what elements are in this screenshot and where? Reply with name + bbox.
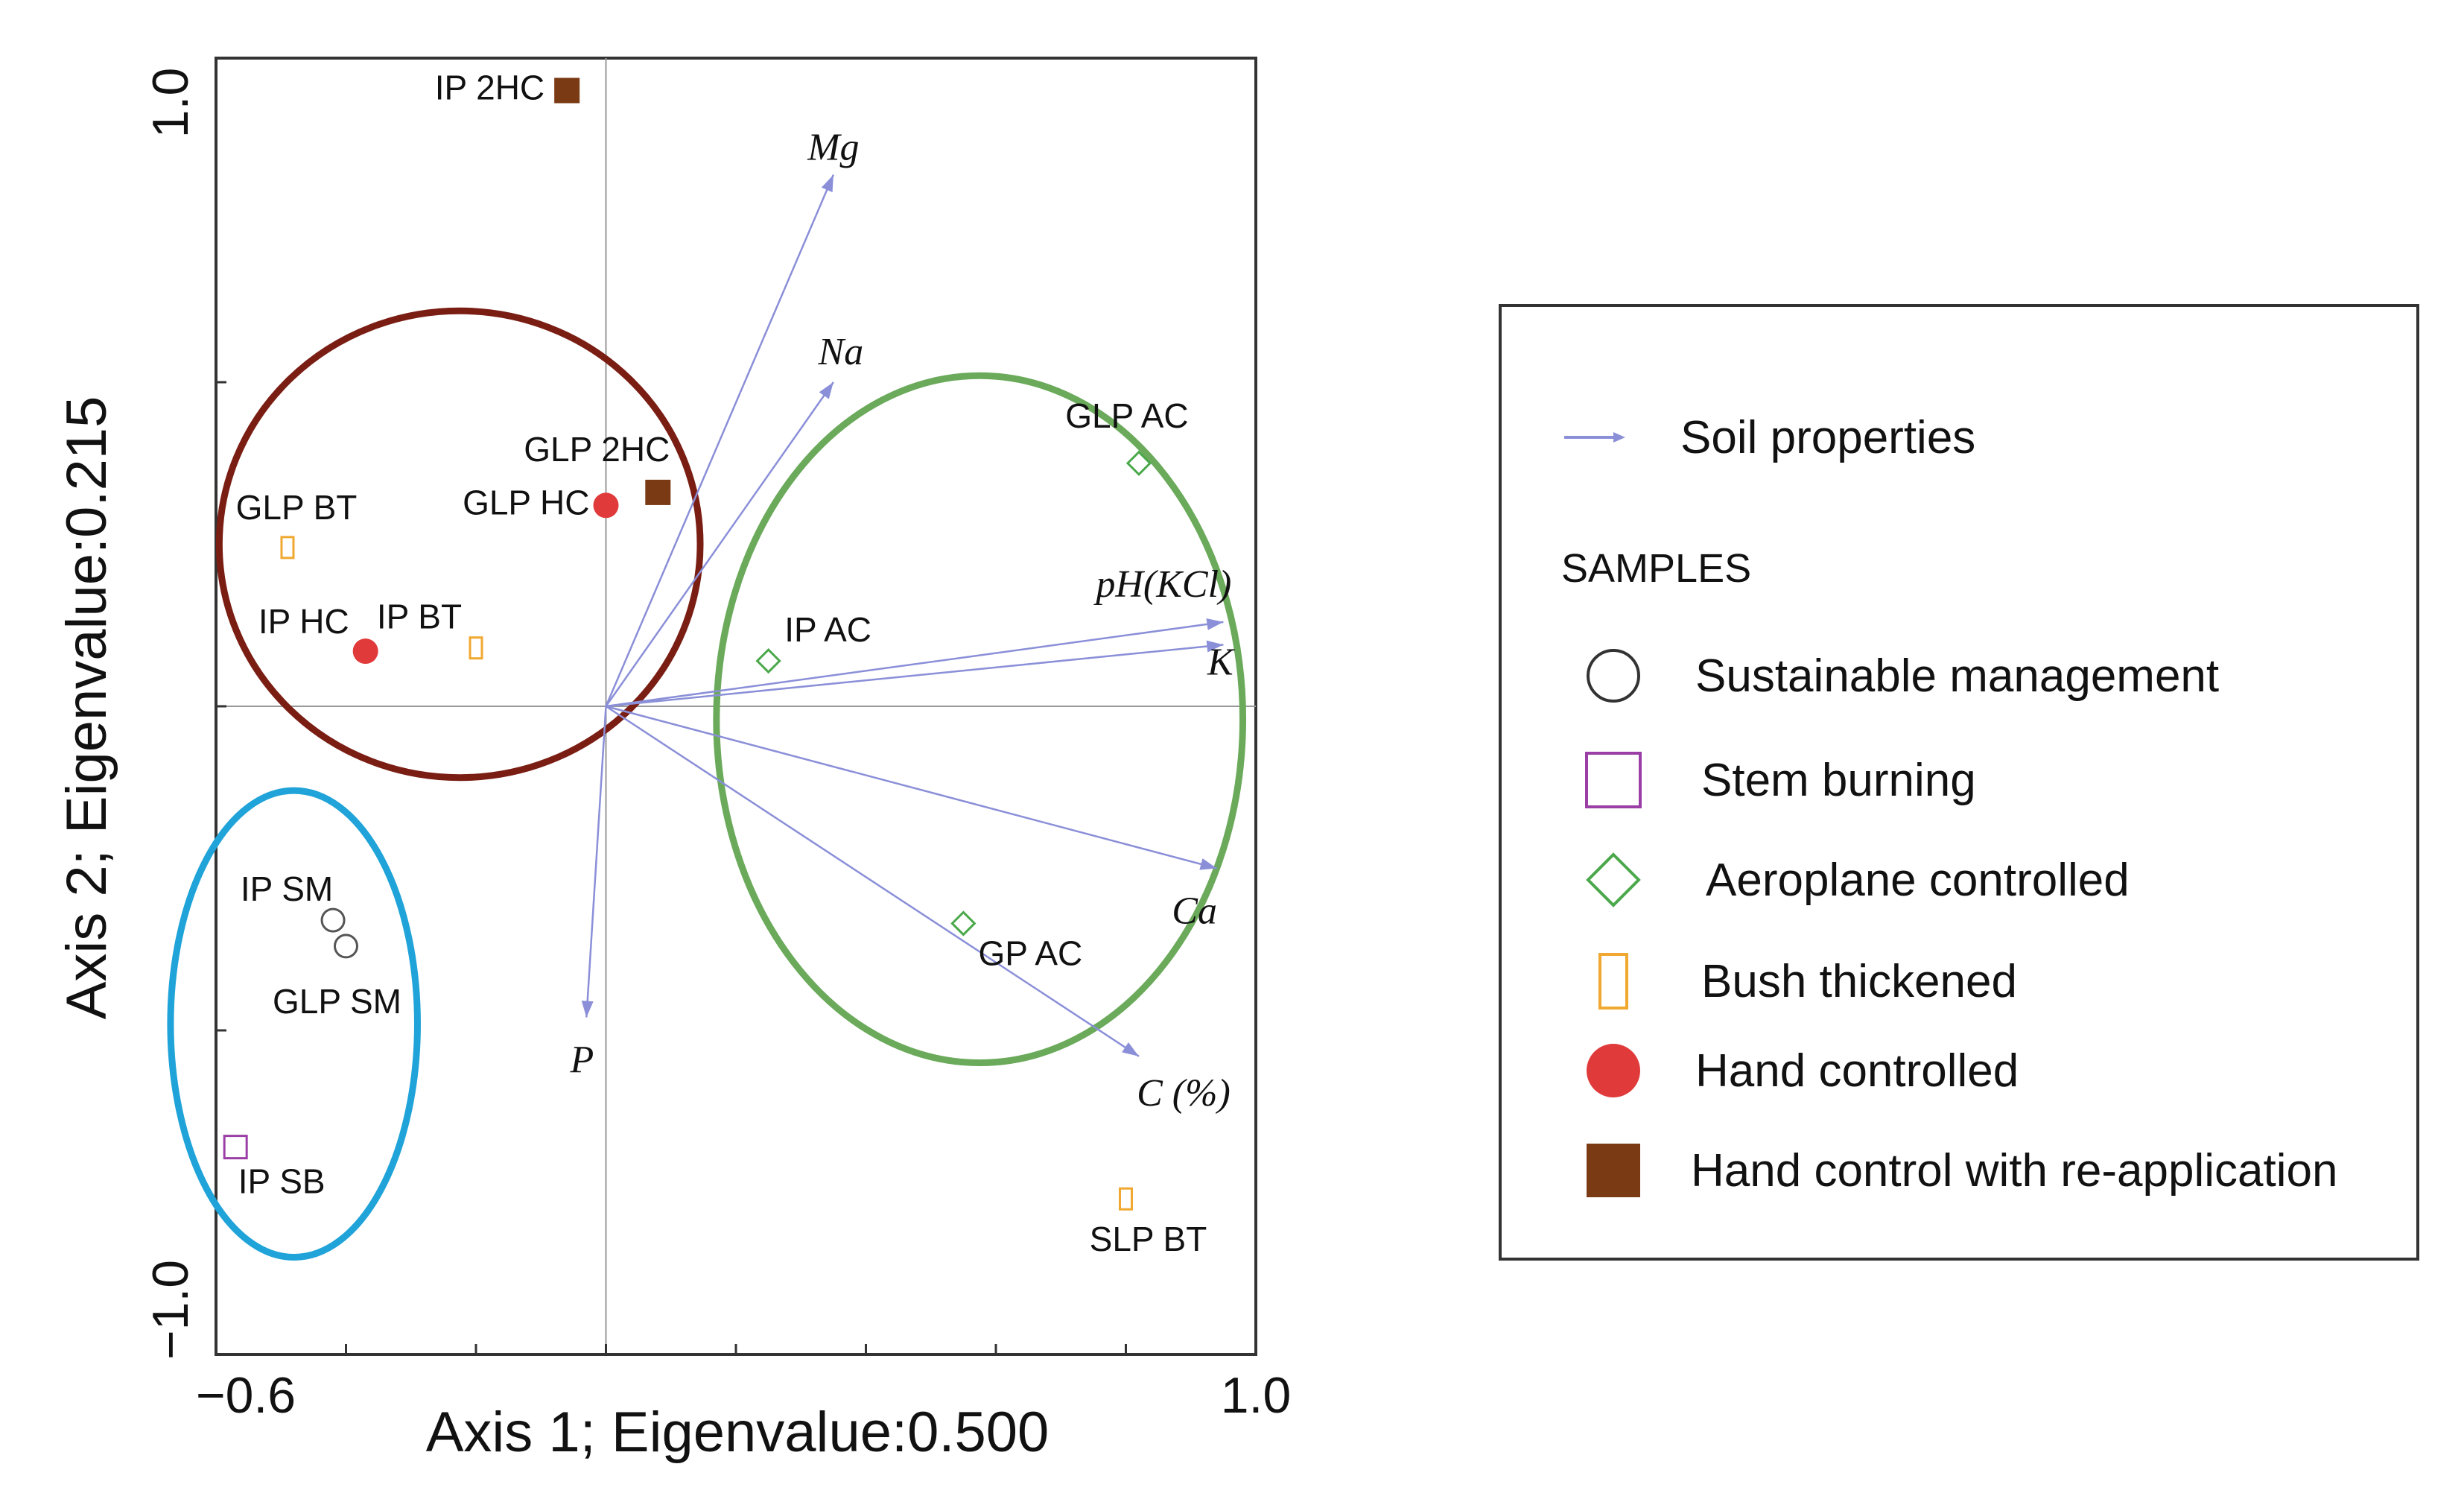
sample-label: IP HC: [258, 602, 349, 641]
sample-label: IP SM: [241, 869, 333, 908]
sample-label: SLP BT: [1090, 1220, 1207, 1258]
legend-open-square: [1585, 752, 1642, 808]
open-diamond-marker: [950, 910, 977, 937]
y-tick-label: 1.0: [142, 68, 199, 139]
sample-label: GLP HC: [463, 483, 589, 522]
open-rectangle-marker: [280, 536, 295, 560]
legend-item-label: Stem burning: [1701, 754, 1976, 806]
x-tick-label: −0.6: [196, 1367, 296, 1424]
sample-label: GLP AC: [1065, 396, 1188, 435]
vector-line: [606, 705, 1217, 869]
sample-label: GLP BT: [236, 488, 358, 527]
vector-line: [605, 705, 1140, 1057]
open-circle-marker: [320, 907, 346, 933]
legend-filled-square: [1587, 1144, 1640, 1197]
legend-filled-circle: [1587, 1044, 1640, 1097]
y-axis-title: Axis 2; Eigenvalue:0.215: [55, 396, 118, 1020]
group-ellipse: [713, 372, 1247, 1067]
x-axis-title: Axis 1; Eigenvalue:0.500: [426, 1401, 1050, 1464]
legend-soil-properties-label: Soil properties: [1680, 411, 1976, 463]
legend-item: Aeroplane controlled: [1502, 846, 2410, 913]
group-ellipses: [167, 307, 1247, 1261]
filled-square-marker: [645, 479, 671, 505]
filled-circle-marker: [593, 492, 619, 519]
legend-item: Sustainable management: [1502, 642, 2410, 709]
vector-label: Mg: [807, 127, 859, 169]
legend-soil-properties: Soil properties: [1561, 404, 1975, 471]
vector-arrowhead: [819, 382, 833, 399]
sample-label: IP SB: [238, 1162, 326, 1201]
group-ellipse: [167, 787, 421, 1261]
arrow-icon: [1564, 432, 1625, 443]
open-rectangle-marker: [1119, 1187, 1133, 1211]
sample-labels: IP 2HC GLP 2HC GLP HC IP HC GLP BT IP BT SLP B…: [236, 69, 1207, 1259]
vector-arrowhead: [581, 1001, 594, 1018]
sample-points: [223, 77, 1152, 1211]
vector-line: [585, 706, 607, 1018]
vector-label: Na: [818, 331, 864, 373]
group-ellipse: [215, 307, 704, 782]
vector-label: P: [569, 1039, 594, 1082]
legend-item-label: Hand control with re-application: [1691, 1144, 2338, 1197]
open-square-icon: [1585, 752, 1642, 808]
vector-label: C (%): [1137, 1072, 1231, 1115]
open-diamond-marker: [1125, 450, 1152, 476]
vector-arrowhead: [1206, 618, 1224, 630]
vector-line: [605, 174, 835, 707]
sample-label: IP AC: [784, 610, 871, 649]
legend-item: Hand controlled: [1502, 1037, 2410, 1104]
vector-line: [606, 644, 1224, 708]
legend-item: Stem burning: [1502, 747, 2410, 814]
legend-samples-heading: SAMPLES: [1561, 546, 1752, 591]
open-diamond-marker: [755, 647, 781, 674]
vector-label: K: [1207, 641, 1235, 683]
sample-label: IP BT: [377, 598, 462, 636]
sample-label: GLP SM: [273, 982, 401, 1021]
filled-circle-icon: [1587, 1044, 1640, 1097]
legend-open-circle: [1587, 649, 1640, 703]
legend: Soil properties SAMPLES Sustainable mana…: [1499, 304, 2419, 1261]
legend-item-label: Bush thickened: [1701, 955, 2017, 1007]
open-rectangle-marker: [469, 636, 483, 660]
vector-arrowhead: [821, 174, 833, 192]
open-circle-icon: [1587, 649, 1640, 703]
x-tick-label: 1.0: [1221, 1367, 1292, 1424]
vector-arrowhead: [1206, 640, 1224, 653]
open-diamond-icon: [1586, 852, 1641, 907]
y-tick-label: −1.0: [142, 1260, 199, 1360]
filled-circle-marker: [352, 638, 378, 665]
legend-item-label: Aeroplane controlled: [1706, 854, 2130, 906]
zero-lines: [216, 58, 1256, 1354]
open-circle-marker: [334, 934, 358, 959]
vector-label: Ca: [1172, 890, 1217, 933]
axis-ticks: −0.6 1.0 1.0 −1.0: [142, 57, 1292, 1424]
filled-square-icon: [1587, 1144, 1640, 1197]
open-square-marker: [223, 1135, 248, 1160]
legend-item-label: Hand controlled: [1695, 1045, 2019, 1097]
sample-label: GLP 2HC: [524, 430, 670, 469]
vector-line: [605, 381, 834, 707]
open-rectangle-icon: [1598, 953, 1628, 1010]
vector-label: pH(KCl): [1093, 563, 1231, 606]
legend-open-rectangle: [1598, 953, 1628, 1010]
vector-arrowhead: [1122, 1042, 1139, 1056]
legend-open-diamond: [1586, 852, 1641, 907]
filled-square-marker: [554, 77, 580, 104]
vector-line: [606, 621, 1224, 708]
legend-item: Hand control with re-application: [1502, 1137, 2410, 1204]
sample-label: IP 2HC: [435, 69, 544, 107]
sample-label: GP AC: [978, 934, 1082, 972]
vector-arrowhead: [1199, 858, 1217, 870]
legend-item-label: Sustainable management: [1695, 650, 2220, 702]
legend-item: Bush thickened: [1502, 948, 2410, 1015]
